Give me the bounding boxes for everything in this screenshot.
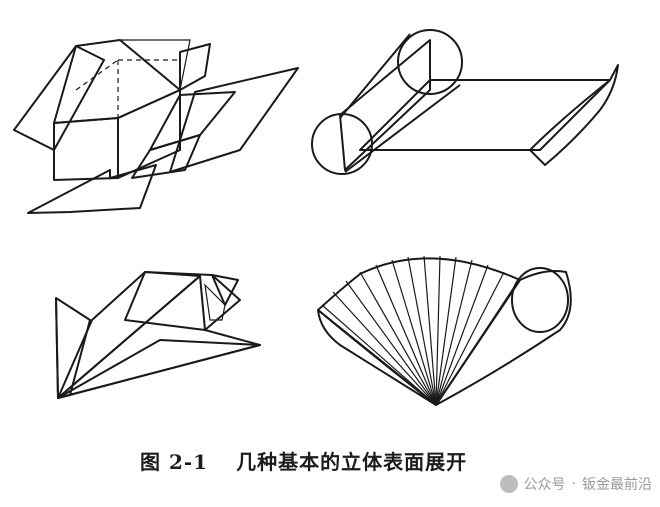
watermark-source: 公众号: [523, 477, 566, 493]
figure-number: 图 2-1: [140, 450, 209, 474]
cone-development: [317, 255, 572, 406]
watermark: 公众号 · 钣金最前沿: [499, 474, 652, 494]
figure-caption: 图 2-1 几种基本的立体表面展开: [140, 446, 467, 475]
watermark-separator: ·: [571, 476, 576, 492]
watermark-account: 钣金最前沿: [582, 477, 652, 493]
cylinder-development: [311, 29, 619, 175]
prism-development: [13, 39, 299, 214]
wechat-icon: [499, 475, 518, 493]
figure-title: 几种基本的立体表面展开: [236, 450, 468, 474]
figure-illustrations: [13, 29, 619, 406]
pyramid-development: [55, 271, 261, 399]
